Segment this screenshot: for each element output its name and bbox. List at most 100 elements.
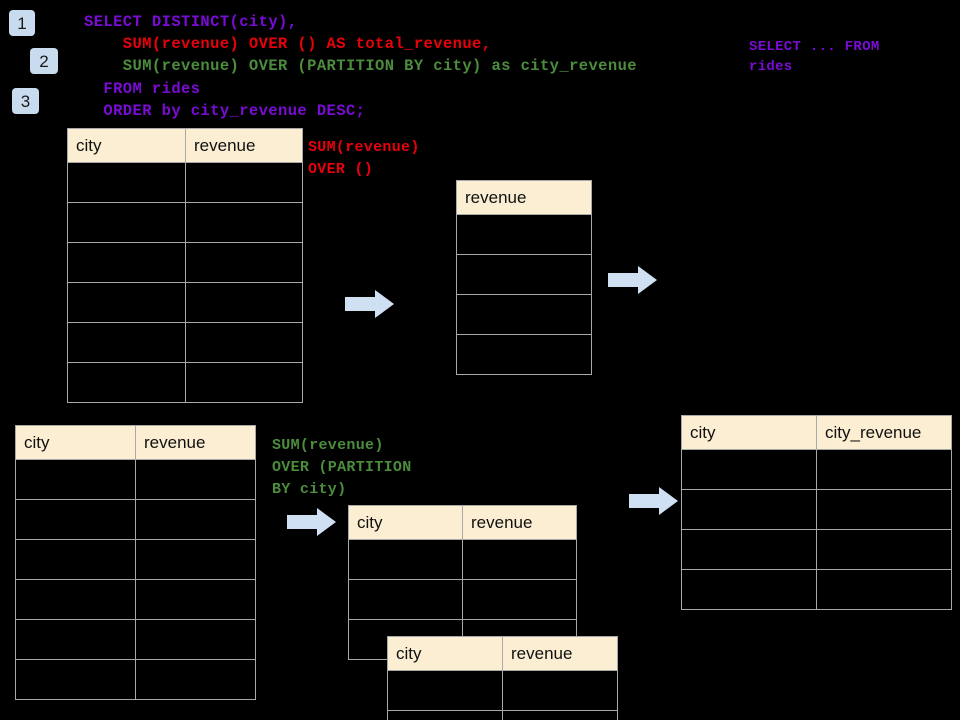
cell-revenue [185, 322, 303, 363]
cell-city [67, 202, 186, 243]
column-header-revenue: revenue [502, 636, 618, 671]
cell-city [67, 322, 186, 363]
table-row [67, 202, 303, 243]
query-line-total-revenue: SUM(revenue) OVER () AS total_revenue, [84, 35, 492, 53]
table-row [348, 539, 577, 580]
table-row [15, 539, 256, 580]
table-total-revenue: revenue [456, 180, 592, 375]
table-row [15, 659, 256, 700]
cell-city [348, 539, 463, 580]
cell-revenue [135, 539, 256, 580]
cell-revenue [185, 362, 303, 403]
cell-city [15, 579, 136, 620]
cell-city [387, 670, 503, 711]
cell-revenue [185, 242, 303, 283]
step-badge-1-label: 1 [17, 13, 27, 33]
table-row [67, 362, 303, 403]
column-header-city: city [348, 505, 463, 540]
cell-city [15, 619, 136, 660]
table-final-result: city city_revenue [681, 415, 952, 610]
arrow-right-icon-source-to-partition [287, 508, 336, 536]
cell-city-revenue [816, 449, 952, 490]
cell-revenue [135, 659, 256, 700]
query-line-from: FROM rides [84, 80, 201, 98]
table-row [681, 449, 952, 490]
cell-revenue [185, 282, 303, 323]
column-header-city: city [681, 415, 817, 450]
cell-city [67, 362, 186, 403]
column-header-city: city [387, 636, 503, 671]
cell-city [348, 579, 463, 620]
table-header-row: city revenue [67, 128, 303, 163]
annotation-sum-over-partition: SUM(revenue) OVER (PARTITION BY city) [272, 437, 412, 498]
annotation-sum-over-empty: SUM(revenue) OVER () [308, 139, 420, 178]
table-row [15, 619, 256, 660]
cell-revenue [502, 670, 618, 711]
cell-revenue [456, 294, 592, 335]
table-row [681, 529, 952, 570]
table-row [67, 162, 303, 203]
arrow-right-icon-total-to-result [608, 266, 657, 294]
cell-city [681, 569, 817, 610]
table-row [456, 334, 592, 375]
column-header-city: city [67, 128, 186, 163]
cell-revenue [135, 619, 256, 660]
column-header-revenue: revenue [462, 505, 577, 540]
column-header-revenue: revenue [135, 425, 256, 460]
cell-city-revenue [816, 529, 952, 570]
table-rides-source-bottom: city revenue [15, 425, 256, 700]
cell-city [681, 449, 817, 490]
cell-revenue [135, 499, 256, 540]
table-row [387, 670, 618, 711]
cell-revenue [502, 710, 618, 720]
table-header-row: revenue [456, 180, 592, 215]
cell-city-revenue [816, 569, 952, 610]
table-row [456, 254, 592, 295]
cell-city [15, 499, 136, 540]
query-line-order-by: ORDER by city_revenue DESC; [84, 102, 366, 120]
step-badge-2[interactable]: 2 [30, 48, 58, 74]
step-badge-2-label: 2 [39, 51, 49, 71]
arrow-right-icon-partition-to-result [629, 487, 678, 515]
query-line-select: SELECT DISTINCT(city), [84, 13, 298, 31]
table-row [456, 214, 592, 255]
step-badge-3[interactable]: 3 [12, 88, 39, 114]
column-header-city: city [15, 425, 136, 460]
cell-city [681, 529, 817, 570]
column-header-revenue: revenue [185, 128, 303, 163]
cell-city-revenue [816, 489, 952, 530]
cell-city [67, 162, 186, 203]
table-row [348, 579, 577, 620]
table-rides-source-top: city revenue [67, 128, 303, 403]
cell-revenue [462, 579, 577, 620]
table-header-row: city revenue [348, 505, 577, 540]
step-badge-1[interactable]: 1 [9, 10, 35, 36]
table-partition-group-front: city revenue [387, 636, 618, 720]
column-header-city-revenue: city_revenue [816, 415, 952, 450]
cell-revenue [135, 459, 256, 500]
cell-city [67, 282, 186, 323]
table-row [681, 569, 952, 610]
cell-city [15, 539, 136, 580]
table-row [67, 242, 303, 283]
cell-revenue [456, 334, 592, 375]
cell-city [387, 710, 503, 720]
table-row [387, 710, 618, 720]
cell-city [15, 459, 136, 500]
cell-revenue [456, 254, 592, 295]
column-header-revenue: revenue [456, 180, 592, 215]
table-header-row: city revenue [15, 425, 256, 460]
cell-revenue [462, 539, 577, 580]
cell-revenue [185, 162, 303, 203]
step-badge-3-label: 3 [20, 91, 31, 111]
arrow-right-icon-source-to-total [345, 290, 394, 318]
cell-revenue [185, 202, 303, 243]
cell-revenue [456, 214, 592, 255]
table-row [67, 282, 303, 323]
annotation-select-from-rides: SELECT ... FROM rides [749, 39, 880, 75]
table-row [67, 322, 303, 363]
table-row [456, 294, 592, 335]
table-header-row: city city_revenue [681, 415, 952, 450]
table-header-row: city revenue [387, 636, 618, 671]
